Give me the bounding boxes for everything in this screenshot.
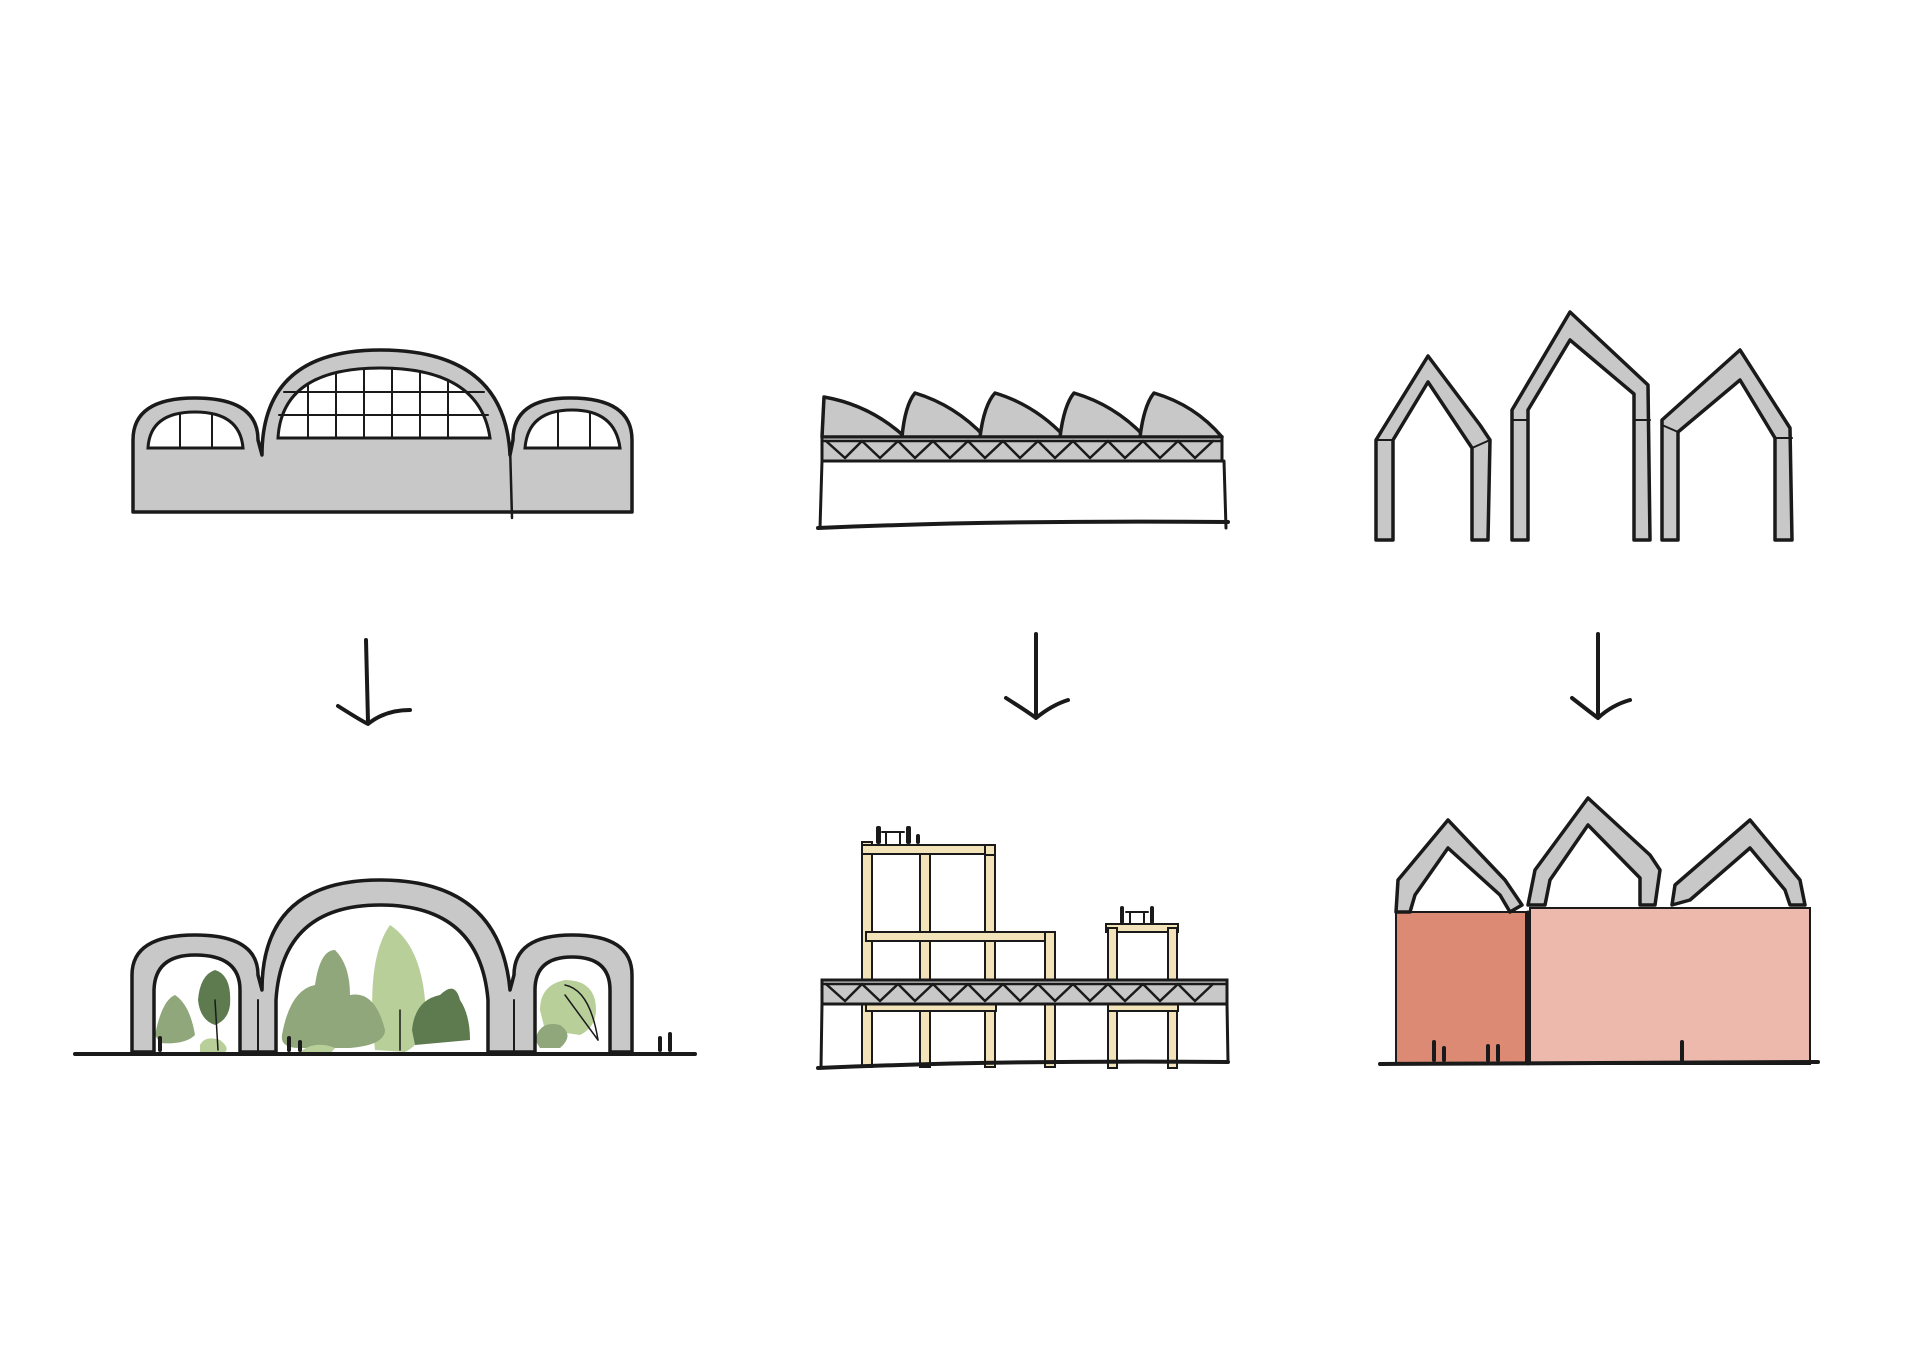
gable-frame-center <box>1510 310 1652 542</box>
people-figures-icon <box>158 1032 672 1052</box>
down-arrow-icon <box>1570 632 1632 720</box>
gabled-frames-on-volumes <box>1378 796 1820 1066</box>
gabled-portal-frames <box>1374 310 1794 542</box>
central-vault-window <box>276 366 492 440</box>
down-arrow-icon <box>336 638 412 726</box>
central-window-grid <box>278 368 489 439</box>
volume-dark <box>1395 911 1527 1065</box>
arched-hall-with-trees <box>73 878 697 1056</box>
gable-roof-center <box>1526 796 1662 907</box>
truss-with-timber-frames <box>816 826 1230 1070</box>
sawtooth-roof <box>820 391 1224 439</box>
gable-frame-left <box>1374 354 1492 542</box>
down-arrow-icon <box>1004 632 1070 720</box>
gable-roof-right <box>1670 818 1807 907</box>
volume-light <box>1529 907 1811 1065</box>
left-vault-window <box>146 410 245 450</box>
gable-roof-left <box>1394 818 1524 914</box>
sawtooth-roof-shed <box>816 391 1230 530</box>
people-figures-icon <box>1432 1040 1684 1062</box>
right-vault-window <box>523 408 622 450</box>
trees <box>155 925 599 1054</box>
timber-frames <box>861 841 1179 1069</box>
arched-vault-hall <box>131 348 634 520</box>
gable-frame-right <box>1660 348 1794 542</box>
people-figures-icon <box>876 826 1154 924</box>
